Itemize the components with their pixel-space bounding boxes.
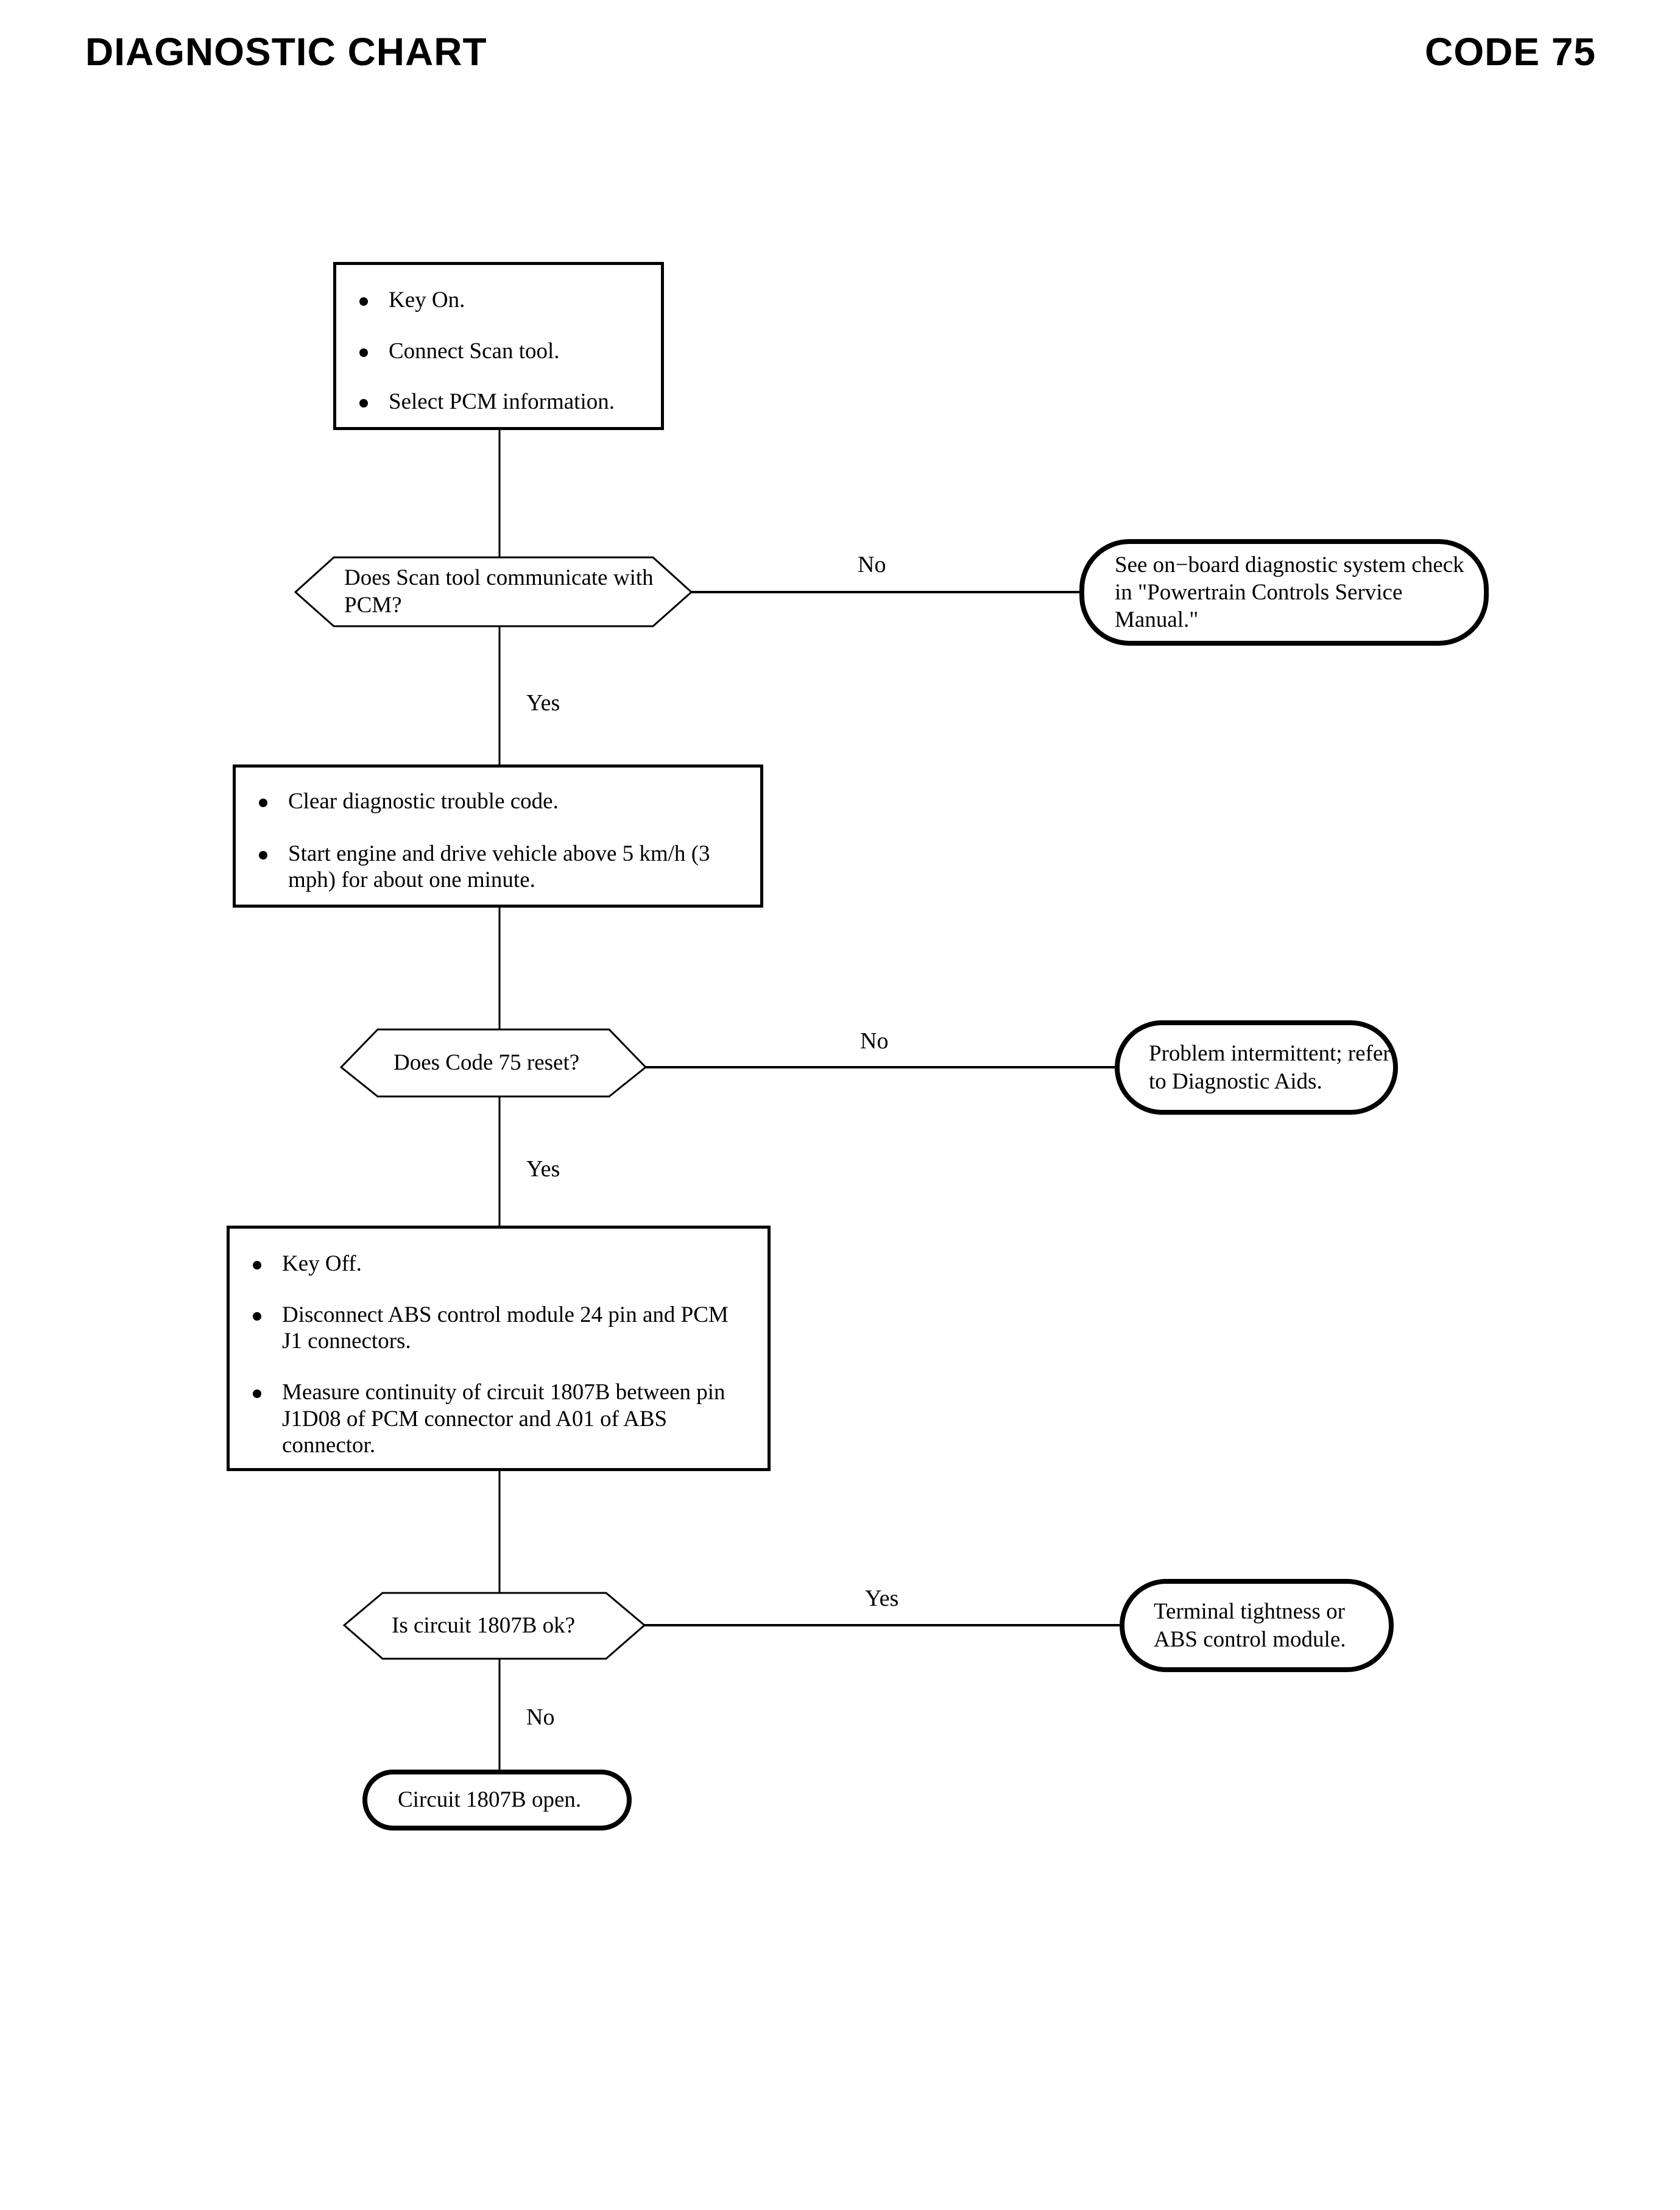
decision2-text: Does Code 75 reset? [341, 1029, 646, 1096]
list-item: Measure continuity of circuit 1807B betw… [230, 1379, 753, 1459]
branch-label-yes-3: Yes [865, 1586, 899, 1611]
branch-label-yes-2: Yes [526, 1156, 560, 1182]
terminator-problem-intermittent: Problem intermittent; refer to Diagnosti… [1115, 1020, 1398, 1115]
decision-node-decision1: Does Scan tool communicate with PCM? [295, 557, 691, 626]
terminator2-line2: refer to Diagnostic Aids. [1149, 1041, 1391, 1094]
step3-b3-line3: ABS connector. [282, 1406, 668, 1458]
process-box-step3: Key Off. Disconnect ABS control module 2… [227, 1226, 771, 1471]
terminator1-line2: check in "Powertrain Controls [1115, 552, 1464, 605]
step3-b2-line1: Disconnect ABS control module 24 pin [282, 1302, 637, 1327]
list-item: Clear diagnostic trouble code. [236, 788, 746, 815]
decision3-line1: Is circuit 1807B ok? [392, 1612, 576, 1638]
step3-bullet-list: Key Off. Disconnect ABS control module 2… [230, 1229, 768, 1468]
step2-b2-line2: (3 mph) for about one minute. [288, 841, 710, 893]
step3-b3-line2: pin J1D08 of PCM connector and A01 of [282, 1379, 725, 1432]
terminator4-text: Circuit 1807B open. [398, 1786, 581, 1813]
branch-label-no-3: No [526, 1704, 555, 1730]
decision-node-decision3: Is circuit 1807B ok? [344, 1593, 644, 1659]
step2-bullet-list: Clear diagnostic trouble code. Start eng… [236, 768, 760, 905]
decision-node-decision2: Does Code 75 reset? [341, 1029, 646, 1096]
terminator1-line3: Service Manual." [1115, 579, 1403, 633]
terminator-terminal-tightness: Terminal tightness or ABS control module… [1120, 1579, 1394, 1672]
process-box-step2: Clear diagnostic trouble code. Start eng… [233, 764, 763, 908]
list-item: Key On. [336, 287, 646, 314]
list-item: Select PCM information. [336, 389, 646, 415]
step3-b2-line2: and PCM J1 connectors. [282, 1302, 729, 1354]
terminator3-line2: ABS control module. [1154, 1626, 1346, 1652]
page-title: DIAGNOSTIC CHART [85, 30, 487, 74]
terminator2-line1: Problem intermittent; [1149, 1041, 1343, 1067]
branch-label-no-1: No [858, 552, 886, 577]
terminator-circuit-open: Circuit 1807B open. [362, 1770, 632, 1830]
decision1-line1: Does Scan tool communicate [344, 565, 608, 591]
decision1-text: Does Scan tool communicate with PCM? [295, 557, 691, 626]
code-label: CODE 75 [1425, 30, 1596, 74]
list-item: Disconnect ABS control module 24 pin and… [230, 1302, 753, 1355]
terminator1-line1: See on−board diagnostic system [1115, 552, 1406, 577]
decision2-line1: Does Code 75 reset? [394, 1050, 580, 1075]
decision3-text: Is circuit 1807B ok? [344, 1593, 644, 1659]
terminator4-line1: Circuit 1807B open. [398, 1787, 582, 1813]
decision2-hexagon-outline [339, 1028, 648, 1098]
list-item: Connect Scan tool. [336, 338, 646, 365]
terminator3-text: Terminal tightness or ABS control module… [1154, 1598, 1389, 1653]
terminator2-text: Problem intermittent; refer to Diagnosti… [1149, 1040, 1393, 1095]
terminator1-text: See on−board diagnostic system check in … [1115, 551, 1484, 634]
step2-b2-line1: Start engine and drive vehicle above 5 k… [288, 841, 686, 866]
branch-label-no-2: No [860, 1028, 889, 1054]
step3-b3-line1: Measure continuity of circuit 1807B betw… [282, 1379, 691, 1405]
decision1-line2: with PCM? [344, 565, 654, 618]
list-item: Start engine and drive vehicle above 5 k… [236, 841, 746, 894]
decision3-hexagon-outline [342, 1592, 646, 1660]
process-box-step1: Key On. Connect Scan tool. Select PCM in… [333, 262, 664, 430]
page-header: DIAGNOSTIC CHART CODE 75 [0, 0, 1680, 91]
branch-label-yes-1: Yes [526, 690, 560, 716]
terminator-see-onboard-check: See on−board diagnostic system check in … [1079, 539, 1489, 646]
list-item: Key Off. [230, 1251, 753, 1277]
terminator3-line1: Terminal tightness or [1154, 1599, 1345, 1625]
decision1-hexagon-outline [294, 556, 693, 627]
step1-bullet-list: Key On. Connect Scan tool. Select PCM in… [336, 265, 661, 427]
